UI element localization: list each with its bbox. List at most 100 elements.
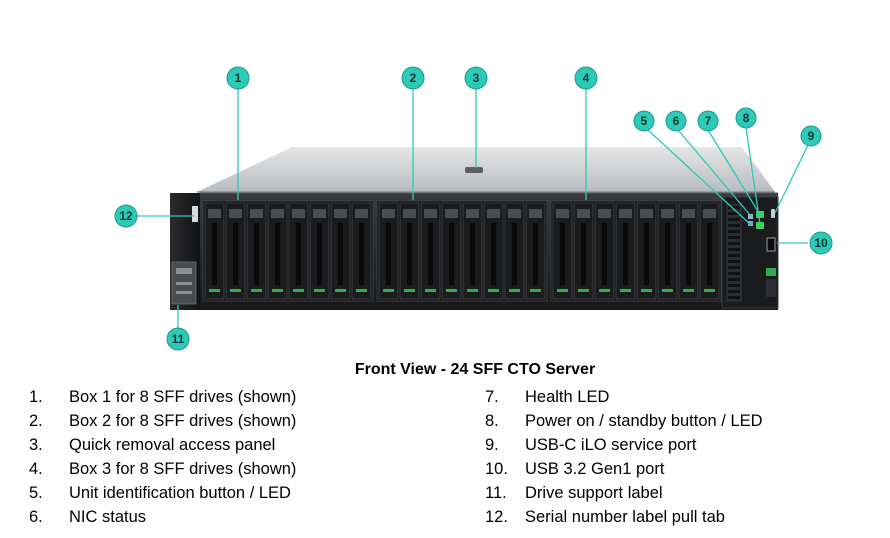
legend-text: USB-C iLO service port xyxy=(525,436,697,454)
callout-3: 3 xyxy=(464,66,488,90)
legend-number: 3. xyxy=(29,436,43,454)
vent-slot xyxy=(728,248,740,251)
vent-slot xyxy=(728,278,740,281)
vent-slot xyxy=(728,266,740,269)
callout-7: 7 xyxy=(697,110,719,132)
drive-bay xyxy=(636,202,657,300)
callout-7-label: 7 xyxy=(705,114,712,128)
drive-bay xyxy=(483,202,504,300)
callout-6-label: 6 xyxy=(673,114,680,128)
callout-9: 9 xyxy=(800,125,822,147)
drive-bay xyxy=(504,202,525,300)
nic-status-led xyxy=(748,214,753,219)
vent-slot xyxy=(728,272,740,275)
drive-bay xyxy=(204,202,225,300)
legend-text: Quick removal access panel xyxy=(69,436,276,454)
drive-bay xyxy=(699,202,720,300)
vent-slot xyxy=(728,230,740,233)
legend-text: NIC status xyxy=(69,508,147,526)
legend-text: Serial number label pull tab xyxy=(525,508,725,526)
callout-11: 11 xyxy=(166,327,190,351)
callout-1-label: 1 xyxy=(235,71,242,85)
callout-2: 2 xyxy=(401,66,425,90)
legend-number: 5. xyxy=(29,484,43,502)
legend-text: USB 3.2 Gen1 port xyxy=(525,460,665,478)
legend-text: Box 2 for 8 SFF drives (shown) xyxy=(69,412,297,430)
drive-bay xyxy=(441,202,462,300)
legend-text: Box 1 for 8 SFF drives (shown) xyxy=(69,388,297,406)
callout-6: 6 xyxy=(665,110,687,132)
figure-caption: Front View - 24 SFF CTO Server xyxy=(354,361,596,378)
vent-slot xyxy=(728,290,740,293)
usb-a-port xyxy=(766,237,776,252)
legend-number: 1. xyxy=(29,388,43,406)
callout-2-label: 2 xyxy=(410,71,417,85)
legend-number: 2. xyxy=(29,412,43,430)
callout-1: 1 xyxy=(226,66,250,90)
drive-bays xyxy=(204,202,720,300)
power-button xyxy=(756,222,764,229)
drive-bay xyxy=(615,202,636,300)
legend-number: 10. xyxy=(485,460,508,478)
callout-3-label: 3 xyxy=(473,71,480,85)
callout-8-label: 8 xyxy=(743,111,750,125)
callout-5: 5 xyxy=(633,110,655,132)
callout-9-label: 9 xyxy=(808,129,815,143)
drive-bay xyxy=(678,202,699,300)
drive-bay xyxy=(552,202,573,300)
drive-bay xyxy=(420,202,441,300)
vent-slot xyxy=(728,260,740,263)
vent-slot xyxy=(728,254,740,257)
drive-bay xyxy=(225,202,246,300)
vent-slot xyxy=(728,218,740,221)
vent-slot xyxy=(728,296,740,299)
drive-bay xyxy=(399,202,420,300)
legend-text: Power on / standby button / LED xyxy=(525,412,763,430)
uid-led xyxy=(748,221,753,226)
vent-grille xyxy=(726,204,742,302)
chassis-top-cover xyxy=(197,147,775,192)
callout-10-label: 10 xyxy=(814,236,828,250)
drive-bay xyxy=(267,202,288,300)
callout-10: 10 xyxy=(809,231,833,255)
callout-12-label: 12 xyxy=(119,209,133,223)
legend-number: 9. xyxy=(485,436,499,454)
legend-number: 11. xyxy=(485,484,507,502)
health-led xyxy=(756,211,764,218)
drive-bay xyxy=(378,202,399,300)
drive-bay xyxy=(309,202,330,300)
usb-c-ilo-port xyxy=(771,209,775,218)
drive-bay xyxy=(594,202,615,300)
callout-11-label: 11 xyxy=(172,332,185,346)
drive-bay xyxy=(462,202,483,300)
callout-5-label: 5 xyxy=(641,114,648,128)
legend-number: 6. xyxy=(29,508,43,526)
legend-number: 4. xyxy=(29,460,43,478)
drive-bay xyxy=(288,202,309,300)
drive-bay xyxy=(351,202,372,300)
callout-4-label: 4 xyxy=(583,71,590,85)
legend-number: 8. xyxy=(485,412,499,430)
legend-number: 12. xyxy=(485,508,508,526)
callout-4: 4 xyxy=(574,66,598,90)
drive-bay xyxy=(657,202,678,300)
drive-bay xyxy=(330,202,351,300)
drive-bay xyxy=(246,202,267,300)
vent-slot xyxy=(728,212,740,215)
vent-slot xyxy=(728,284,740,287)
vent-slot xyxy=(728,206,740,209)
server-front-view-diagram: 1 2 3 4 5 6 7 8 9 10 11 12 xyxy=(114,66,833,351)
hpe-model-tag xyxy=(766,268,776,276)
legend-text: Drive support label xyxy=(525,484,663,502)
legend-text: Unit identification button / LED xyxy=(69,484,291,502)
legend-text: Box 3 for 8 SFF drives (shown) xyxy=(69,460,297,478)
vent-slot xyxy=(728,242,740,245)
quick-removal-latch xyxy=(465,167,483,173)
drive-bay xyxy=(573,202,594,300)
vent-slot xyxy=(728,224,740,227)
drive-bay xyxy=(525,202,546,300)
serial-pull-tab xyxy=(192,206,198,222)
callout-8: 8 xyxy=(735,107,757,129)
callout-12: 12 xyxy=(114,204,138,228)
legend-number: 7. xyxy=(485,388,499,406)
